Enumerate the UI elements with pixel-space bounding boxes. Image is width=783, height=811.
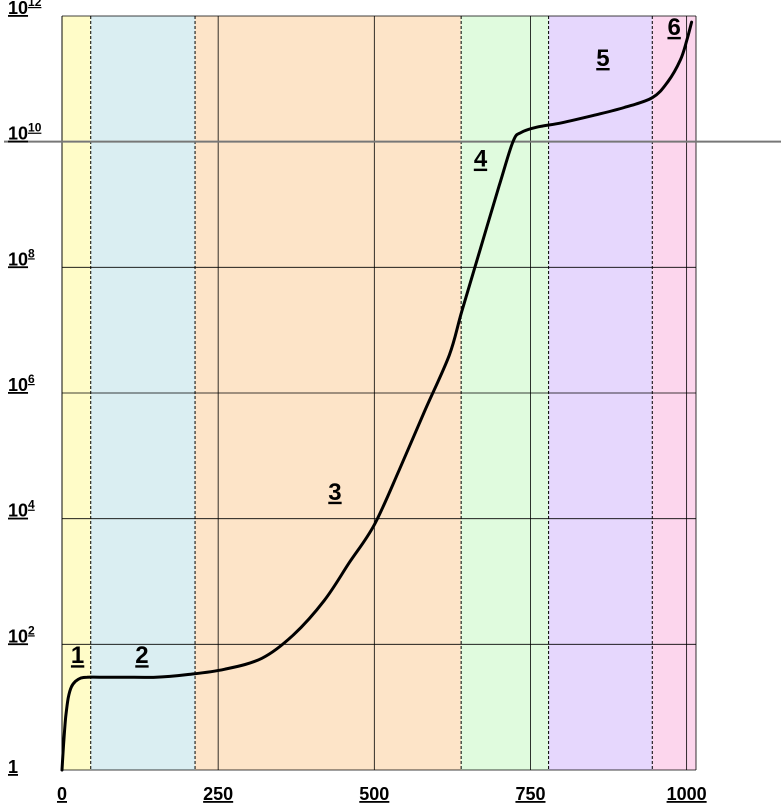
series-line-0 <box>60 20 694 772</box>
x-tick-label-750: 750 <box>515 784 545 804</box>
x-axis-ticks: 0 250 500 750 1000 <box>57 784 707 804</box>
y-tick-label-6: 1012 <box>8 0 42 18</box>
y-tick-label-4: 108 <box>8 246 35 269</box>
zone-labels: 1 2 3 4 5 6 <box>71 14 681 669</box>
y-tick-label-1: 102 <box>8 623 35 646</box>
zone-label-5: 5 <box>596 45 609 72</box>
zone-label-1: 1 <box>71 642 84 669</box>
x-tick-label-500: 500 <box>359 784 389 804</box>
data-series <box>60 20 694 772</box>
zone-label-6: 6 <box>667 14 680 41</box>
x-tick-label-0: 0 <box>57 784 67 804</box>
y-tick-label-2: 104 <box>8 498 35 521</box>
x-tick-label-250: 250 <box>203 784 233 804</box>
zone-label-3: 3 <box>328 479 341 506</box>
y-tick-label-3: 106 <box>8 372 35 395</box>
zone-label-4: 4 <box>474 146 488 173</box>
x-tick-label-1000: 1000 <box>667 784 707 804</box>
y-tick-label-5: 1010 <box>8 121 42 144</box>
y-axis-ticks: 1 102 104 106 108 1010 1012 <box>8 0 42 777</box>
zone-label-2: 2 <box>135 642 148 669</box>
y-tick-label-0: 1 <box>8 757 18 777</box>
